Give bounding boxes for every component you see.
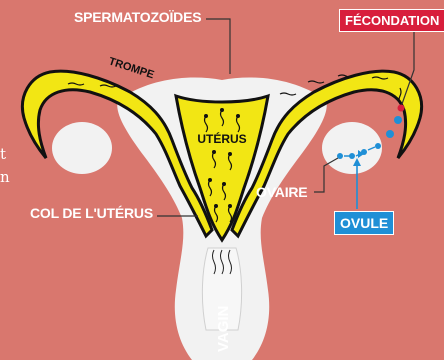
side-text-line-1: t	[0, 147, 6, 162]
label-vagin: VAGIN	[215, 306, 232, 352]
label-trompe: TROMPE	[107, 55, 155, 81]
badge-fecondation: FÉCONDATION	[339, 9, 444, 32]
left-ovary	[52, 122, 112, 174]
side-text-line-2: n	[0, 170, 10, 185]
label-col-uterus: COL DE L'UTÉRUS	[30, 206, 153, 220]
label-spermatozoides: SPERMATOZOÏDES	[74, 10, 201, 24]
badge-ovule: OVULE	[334, 211, 394, 235]
label-uterus: UTÉRUS	[197, 131, 246, 146]
label-ovaire: OVAIRE	[256, 185, 307, 199]
